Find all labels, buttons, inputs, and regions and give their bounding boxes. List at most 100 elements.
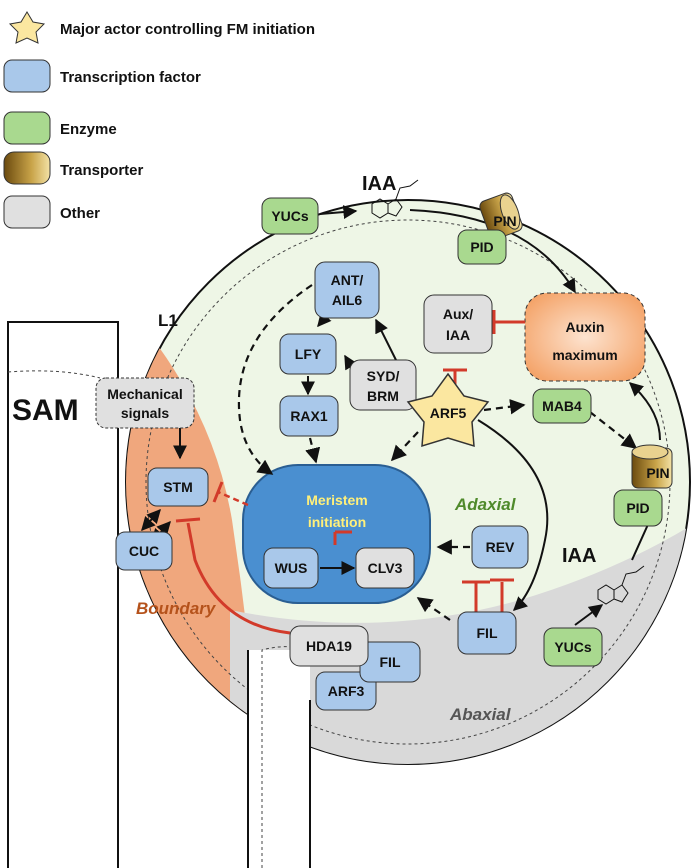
edge-yucs-iaa <box>319 205 358 220</box>
mab4-label: MAB4 <box>542 398 582 414</box>
clv3-label: CLV3 <box>368 560 403 576</box>
node-aux-iaa: Aux/ IAA <box>423 294 493 354</box>
inhibition-edges <box>175 310 525 635</box>
adaxial-label: Adaxial <box>454 495 517 514</box>
rax1-label: RAX1 <box>290 408 328 424</box>
syd-line2: BRM <box>367 388 399 404</box>
cuc-label: CUC <box>129 543 159 559</box>
edge-rax1-meristem <box>305 437 321 464</box>
edge-ant-meristem <box>237 284 313 475</box>
inhibit-meristem-stm-bar <box>212 481 224 503</box>
pin-top-label: PIN <box>493 213 516 229</box>
node-fil-center: FIL <box>457 611 517 655</box>
iaa-top-label: IAA <box>362 173 396 195</box>
abaxial-label: Abaxial <box>449 705 512 724</box>
auxin-maximum-line2: maximum <box>552 347 617 363</box>
node-pid-top: PID <box>457 229 507 265</box>
dashed-edges <box>237 284 638 621</box>
iaa-molecule-icon <box>371 179 419 219</box>
legend-item-other: Other <box>3 195 100 229</box>
node-wus: WUS <box>263 547 319 589</box>
legend: Major actor controlling FM initiation Tr… <box>3 11 315 229</box>
node-fil-bottom: FIL <box>359 641 421 683</box>
legend-item-major-actor: Major actor controlling FM initiation <box>8 11 315 44</box>
node-lfy: LFY <box>279 333 337 375</box>
auxin-maximum-box <box>524 292 646 382</box>
sam-outline <box>7 321 119 868</box>
node-clv3: CLV3 <box>355 547 415 589</box>
l1-label: L1 <box>158 311 178 330</box>
sam-inner-dashed <box>7 370 101 379</box>
aux-line2: IAA <box>446 327 470 343</box>
node-rax1: RAX1 <box>279 395 339 437</box>
node-mab4: MAB4 <box>532 388 592 424</box>
edge-pin-auxin <box>628 382 661 441</box>
edge-yucs-iaa-bottom <box>574 604 604 626</box>
ant-line2: AIL6 <box>332 292 363 308</box>
star-icon <box>8 11 46 44</box>
stm-label: STM <box>163 479 193 495</box>
edge-arf5-meristem <box>390 431 419 462</box>
yucs-top-label: YUCs <box>271 208 309 224</box>
node-cuc: CUC <box>115 531 173 571</box>
edge-fil-meristem <box>416 597 451 621</box>
legend-item-enzyme: Enzyme <box>3 111 117 145</box>
ant-line1: ANT/ <box>331 272 364 288</box>
legend-label: Major actor controlling FM initiation <box>60 21 315 38</box>
edge-arf5-mab4 <box>483 399 526 415</box>
pin-right: PIN <box>631 444 673 489</box>
meristem-line1: Meristem <box>306 492 367 508</box>
enzyme-swatch <box>3 111 51 145</box>
node-ant-ail6: ANT/ AIL6 <box>314 261 380 319</box>
fil-center-label: FIL <box>477 625 498 641</box>
legend-item-transcription-factor: Transcription factor <box>3 59 201 93</box>
node-stm: STM <box>147 467 209 507</box>
node-pid-right: PID <box>613 489 663 527</box>
arf5-label: ARF5 <box>430 405 467 421</box>
sam-label: SAM <box>12 394 79 427</box>
node-yucs-bottom: YUCs <box>543 627 603 667</box>
legend-label: Transcription factor <box>60 69 201 86</box>
mech-line1: Mechanical <box>107 386 182 402</box>
edges <box>141 205 661 626</box>
legend-label: Other <box>60 205 100 222</box>
sam-stem <box>248 650 310 868</box>
node-yucs-top: YUCs <box>261 197 319 235</box>
lfy-label: LFY <box>295 346 322 362</box>
sam-stem-outline <box>247 650 311 868</box>
iaa-bottom-label: IAA <box>562 545 596 567</box>
legend-item-transporter: Transporter <box>3 151 144 185</box>
aux-line1: Aux/ <box>443 306 473 322</box>
edge-mab4-pin <box>589 411 638 449</box>
pid-top-label: PID <box>470 239 493 255</box>
meristem-line2: initiation <box>308 514 366 530</box>
fil-bottom-label: FIL <box>380 654 401 670</box>
wus-label: WUS <box>275 560 308 576</box>
legend-label: Enzyme <box>60 121 117 138</box>
inhibit-hda19-stm <box>186 522 291 635</box>
hda19-label: HDA19 <box>306 638 352 654</box>
pin-top: PIN <box>479 192 523 240</box>
inhibit-meristem-stm <box>217 490 249 507</box>
edge-arf5-fil <box>477 419 549 611</box>
yucs-bottom-label: YUCs <box>554 639 592 655</box>
auxin-maximum-line1: Auxin <box>566 319 605 335</box>
node-rev: REV <box>471 525 529 569</box>
node-hda19: HDA19 <box>289 625 369 667</box>
star-icon <box>406 372 490 448</box>
arf3-label: ARF3 <box>328 683 365 699</box>
pid-right-label: PID <box>626 500 649 516</box>
node-mechanical-signals: Mechanical signals <box>95 377 195 429</box>
edge-syd-ant <box>375 318 397 361</box>
node-arf5: ARF5 <box>406 372 490 448</box>
boundary-label: Boundary <box>136 599 217 618</box>
node-syd-brm: SYD/ BRM <box>349 359 417 411</box>
node-arf3: ARF3 <box>315 671 377 711</box>
syd-line1: SYD/ <box>367 368 400 384</box>
rev-label: REV <box>486 539 515 555</box>
iaa-molecule-icon <box>597 565 645 605</box>
cylinder-icon <box>3 151 51 185</box>
edge-stm-cuc <box>141 508 161 532</box>
tf-swatch <box>3 59 51 93</box>
